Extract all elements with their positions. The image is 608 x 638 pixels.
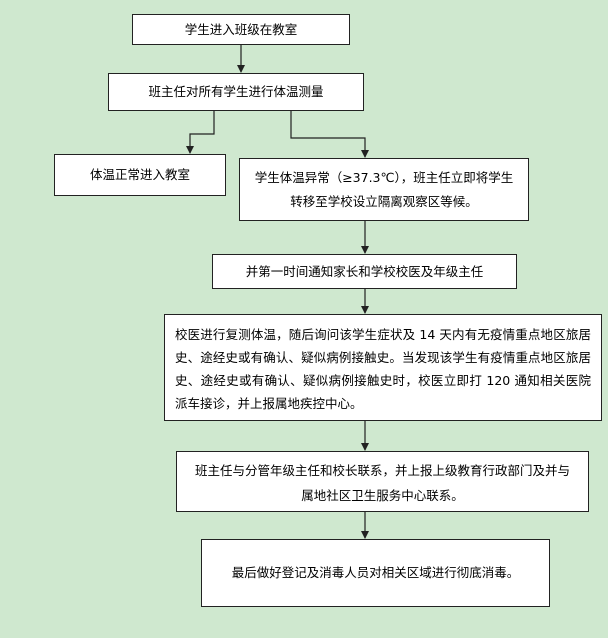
step-notify-parents-label: 并第一时间通知家长和学校校医及年级主任 (245, 263, 484, 279)
step-abnormal-temperature-label: 学生体温异常（≥37.3℃），班主任立即将学生转移至学校设立隔离观察区等候。 (254, 170, 514, 209)
step-final-disinfection: 最后做好登记及消毒人员对相关区域进行彻底消毒。 (201, 539, 550, 607)
step-school-doctor-recheck: 校医进行复测体温，随后询问该学生症状及 14 天内有无疫情重点地区旅居史、途经史… (164, 314, 602, 421)
step-report-authorities-label: 班主任与分管年级主任和校长联系，并上报上级教育行政部门及并与属地社区卫生服务中心… (195, 463, 571, 503)
step-report-authorities: 班主任与分管年级主任和校长联系，并上报上级教育行政部门及并与属地社区卫生服务中心… (176, 451, 589, 512)
step-normal-temperature: 体温正常进入教室 (54, 154, 226, 196)
step-normal-temperature-label: 体温正常进入教室 (89, 167, 190, 182)
arrow-step2-to-normal (186, 111, 215, 154)
step-enter-classroom-label: 学生进入班级在教室 (184, 21, 298, 37)
step-school-doctor-recheck-label: 校医进行复测体温，随后询问该学生症状及 14 天内有无疫情重点地区旅居史、途经史… (175, 327, 591, 411)
step-abnormal-temperature: 学生体温异常（≥37.3℃），班主任立即将学生转移至学校设立隔离观察区等候。 (239, 158, 529, 221)
step-final-disinfection-label: 最后做好登记及消毒人员对相关区域进行彻底消毒。 (231, 565, 520, 580)
step-notify-parents: 并第一时间通知家长和学校校医及年级主任 (212, 254, 517, 289)
step-temperature-check-label: 班主任对所有学生进行体温测量 (148, 84, 324, 99)
step-temperature-check: 班主任对所有学生进行体温测量 (108, 73, 364, 111)
arrow-step2-to-abnormal (290, 111, 369, 158)
step-enter-classroom: 学生进入班级在教室 (132, 14, 350, 45)
